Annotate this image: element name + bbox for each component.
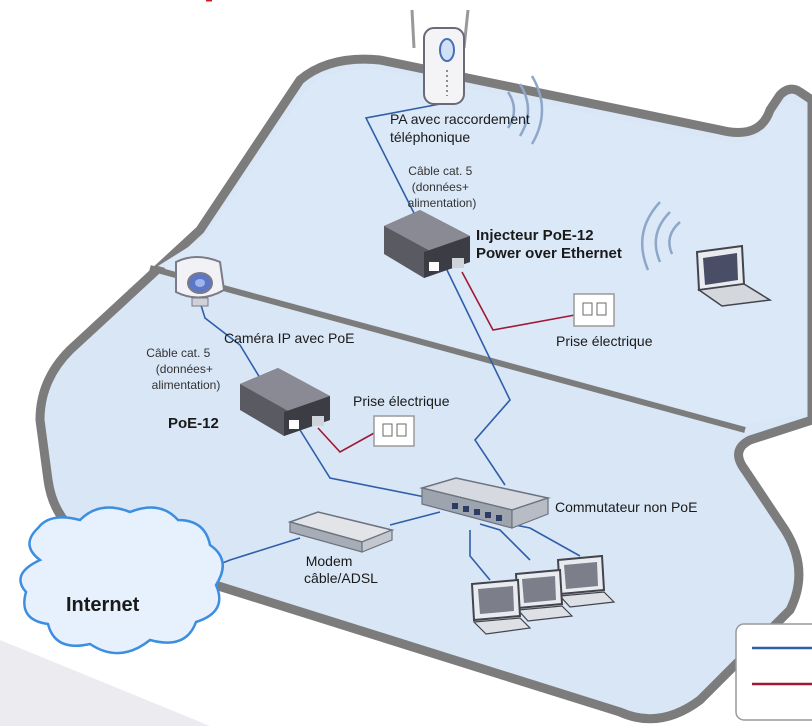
data-cable-switch-desktop-3 <box>469 530 491 581</box>
ap-label-line-2: téléphonique <box>390 129 470 145</box>
power-cable-poe-outlet <box>317 427 377 454</box>
modem-label-line-2: câble/ADSL <box>304 570 378 586</box>
interior-wall <box>149 265 746 433</box>
poe-injector-icon <box>384 210 470 278</box>
wifi-waves-icon <box>640 201 681 271</box>
injector-label-line-2: Power over Ethernet <box>476 245 622 262</box>
data-cable-camera-poe <box>199 301 261 379</box>
building-floor <box>35 54 812 724</box>
power-cable-injector-outlet <box>461 271 576 331</box>
upper-room <box>158 69 806 425</box>
desktop-computer-icon <box>470 578 532 635</box>
injector-label-line-1: Injecteur PoE-12 <box>476 227 594 244</box>
data-cable-switch-modem <box>389 511 441 526</box>
access-point-icon <box>410 9 470 105</box>
outlet-top-label: Prise électrique <box>556 333 653 349</box>
shadow-band <box>0 640 210 726</box>
modem-label-line-1: Modem <box>306 553 353 569</box>
svg-text:Câble cat. 5 (données+: Câble cat. 5 (données+ alimentation) <box>146 346 220 392</box>
svg-text:Modem câble/ADSL: Modem câble/ADSL <box>304 553 378 586</box>
network-switch-icon <box>419 477 551 529</box>
data-cable-poe-switch <box>299 429 441 501</box>
cable-left-label-line-3: alimentation) <box>152 378 221 392</box>
wifi-waves-icon <box>506 75 544 145</box>
internet-cloud-icon <box>19 506 224 655</box>
modem-icon <box>287 511 395 553</box>
cable-top-label-line-2: (données+ <box>412 180 469 194</box>
data-cable-switch-desktop-1 <box>479 523 531 561</box>
power-outlet-icon <box>373 415 415 447</box>
cable-left-label-line-1: Câble cat. 5 <box>146 346 210 360</box>
outlet-left-label: Prise électrique <box>353 393 450 409</box>
power-outlet-icon <box>573 293 615 327</box>
cable-top-label-line-3: alimentation) <box>408 196 477 210</box>
ip-camera-icon <box>175 256 226 307</box>
switch-label: Commutateur non PoE <box>555 499 697 515</box>
svg-text:Câble cat. 5 (données+: Câble cat. 5 (données+ alimentation) <box>408 164 477 210</box>
desktop-computer-icon <box>556 554 616 608</box>
laptop-icon <box>695 244 773 307</box>
poe-injector-icon <box>240 368 330 436</box>
cable-legend <box>735 623 812 721</box>
internet-label: Internet <box>66 594 140 616</box>
cable-left-label-line-2: (données+ <box>156 362 213 376</box>
camera-label: Caméra IP avec PoE <box>224 330 354 346</box>
data-cable-ap-injector <box>364 103 441 226</box>
cable-top-label-line-1: Câble cat. 5 <box>408 164 472 178</box>
data-cable-injector-switch <box>445 267 511 486</box>
svg-text:Injecteur PoE-12 Power ove: Injecteur PoE-12 Power over Ethernet <box>476 227 622 262</box>
ap-label-line-1: PA avec raccordement <box>390 111 530 127</box>
svg-text:PA avec raccordement télép: PA avec raccordement téléphonique <box>390 111 534 145</box>
poe12-label: PoE-12 <box>168 415 219 432</box>
